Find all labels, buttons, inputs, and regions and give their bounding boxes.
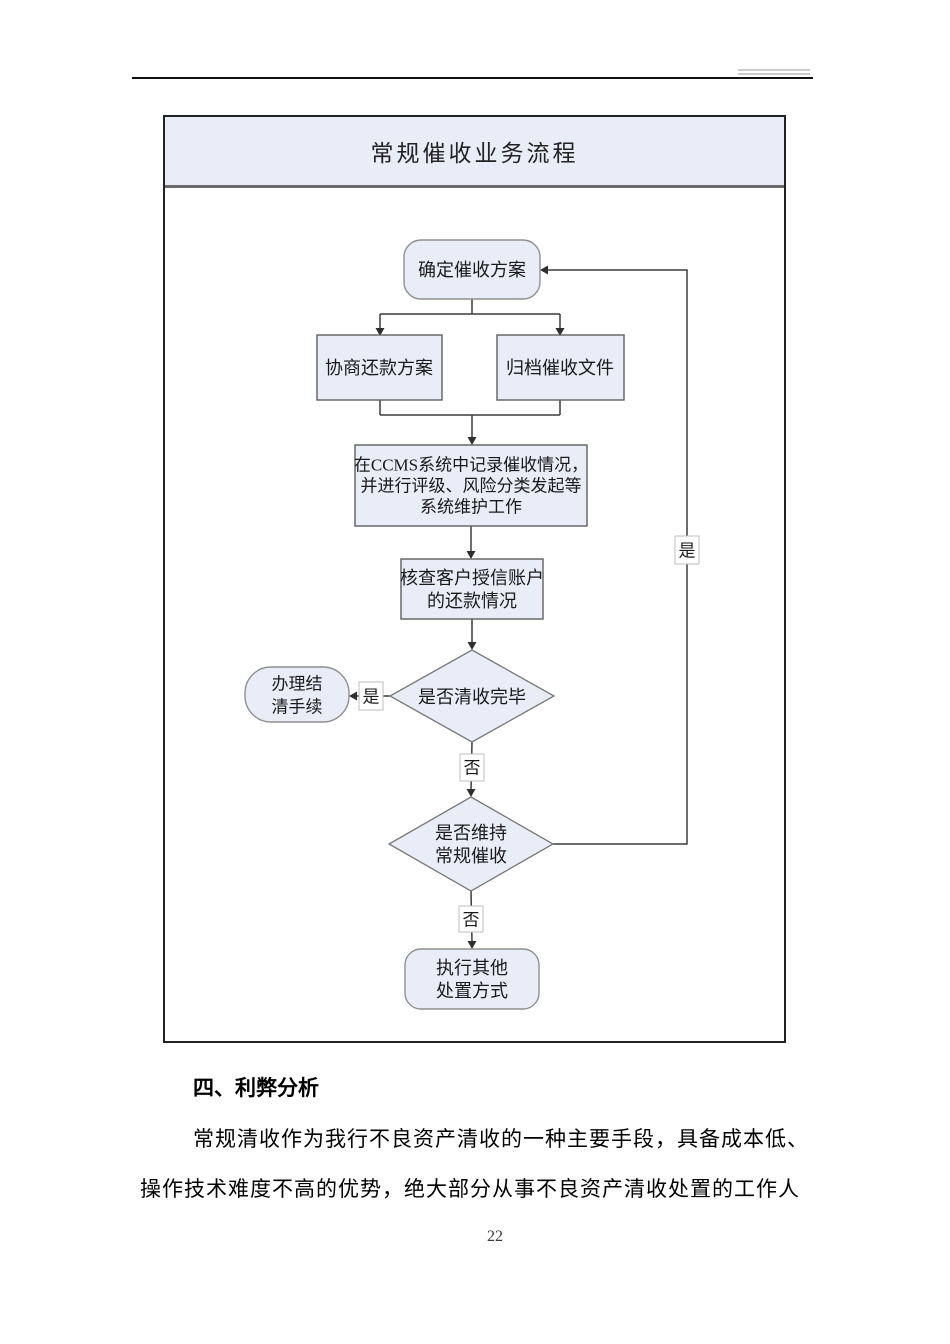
- node-decision-maintain-line: 是否维持: [435, 823, 507, 843]
- section-heading: 四、利弊分析: [193, 1077, 319, 1100]
- page-number: 22: [487, 1228, 503, 1245]
- node-settle-line: 办理结: [272, 675, 323, 694]
- node-negotiate-label: 协商还款方案: [325, 358, 433, 378]
- node-ccms-line: 系统维护工作: [420, 498, 522, 517]
- branch-label-no: 否: [463, 911, 480, 930]
- node-other-line: 执行其他: [436, 958, 508, 978]
- branch-label-box: [358, 681, 384, 711]
- node-ccms-line: 并进行评级、风险分类发起等: [361, 477, 582, 496]
- node-other-line: 处置方式: [436, 981, 508, 1001]
- flow-connector-start-split: [379, 299, 561, 328]
- node-negotiate-shape: [316, 334, 443, 401]
- node-verify-line: 的还款情况: [427, 591, 517, 611]
- arrowhead-down-icon: [467, 437, 477, 445]
- flowchart-canvas: 确定催收方案 协商还款方案 归档催收文件 在CCMS系统中记录催收情况， 并进行…: [244, 239, 700, 1010]
- header-mark-line: [738, 69, 810, 71]
- arrowhead-down-icon: [555, 328, 565, 336]
- branch-label-yes: 是: [679, 542, 696, 561]
- arrowhead-down-icon: [466, 551, 476, 559]
- node-decision-cleared-shape: [388, 649, 556, 743]
- node-verify-shape: [400, 558, 544, 620]
- branch-label-box: [459, 753, 485, 782]
- node-settle-shape: [244, 666, 350, 723]
- arrowhead-left-icon: [540, 265, 548, 275]
- flowchart-frame: 常规催收业务流程 确定催收方案 协商还款方案: [163, 115, 786, 1043]
- arrowhead-down-icon: [375, 328, 385, 336]
- branch-label-no: 否: [464, 759, 481, 778]
- paragraph-line: 操作技术难度不高的优势，绝大部分从事不良资产清收处置的工作人: [140, 1178, 800, 1201]
- node-settle-line: 清手续: [272, 698, 323, 717]
- arrowhead-down-icon: [467, 642, 477, 650]
- node-decision-cleared-label: 是否清收完毕: [418, 687, 526, 707]
- node-decision-maintain-shape: [387, 796, 555, 892]
- branch-label-box: [458, 905, 484, 933]
- flow-connector-merge: [379, 400, 561, 438]
- node-verify-line: 核查客户授信账户: [400, 568, 544, 588]
- node-ccms-line: 在CCMS系统中记录催收情况，: [354, 456, 588, 475]
- header-rule: [132, 77, 813, 79]
- node-archive-shape: [496, 334, 625, 401]
- flowchart-title: 常规催收业务流程: [165, 117, 784, 188]
- arrowhead-left-icon: [349, 691, 357, 701]
- node-ccms-shape: [354, 444, 588, 527]
- node-other-shape: [404, 948, 540, 1010]
- node-archive-label: 归档催收文件: [506, 358, 614, 378]
- node-start-shape: [403, 239, 541, 300]
- arrowhead-down-icon: [467, 941, 477, 949]
- node-start-label: 确定催收方案: [418, 260, 526, 280]
- paragraph-line: 常规清收作为我行不良资产清收的一种主要手段，具备成本低、: [193, 1128, 809, 1151]
- branch-label-box: [674, 535, 700, 565]
- node-decision-maintain-line: 常规催收: [435, 846, 507, 866]
- arrowhead-down-icon: [466, 789, 476, 797]
- header-mark-line: [738, 73, 810, 75]
- branch-label-yes: 是: [363, 688, 380, 707]
